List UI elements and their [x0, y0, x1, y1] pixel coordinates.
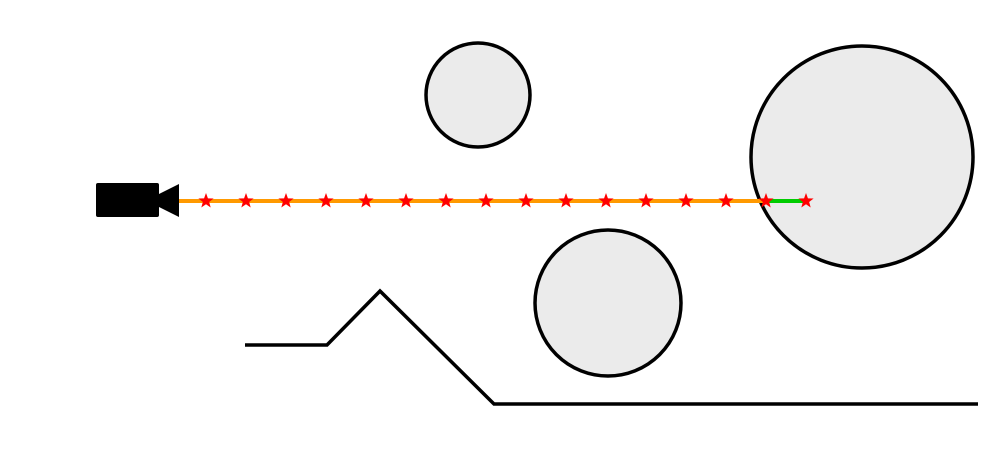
sample-star-marker [358, 193, 374, 208]
sample-star-marker [638, 193, 654, 208]
video-camera-icon [96, 183, 179, 217]
sample-star-marker [758, 193, 774, 208]
terrain-line [245, 288, 978, 406]
ray-sample-markers [198, 193, 814, 208]
sample-star-marker [438, 193, 454, 208]
obstacle-circle-large [749, 44, 975, 270]
sample-star-marker [518, 193, 534, 208]
obstacle-circle-bottom [533, 228, 683, 378]
sample-star-marker [398, 193, 414, 208]
sample-star-marker [238, 193, 254, 208]
obstacle-circle-top [424, 41, 532, 149]
sample-star-marker [598, 193, 614, 208]
sample-star-marker [318, 193, 334, 208]
sample-star-marker [558, 193, 574, 208]
sample-star-marker [478, 193, 494, 208]
sample-star-marker [718, 193, 734, 208]
sample-star-marker [198, 193, 214, 208]
sample-star-marker [798, 193, 814, 208]
sample-star-marker [678, 193, 694, 208]
sample-star-marker [278, 193, 294, 208]
